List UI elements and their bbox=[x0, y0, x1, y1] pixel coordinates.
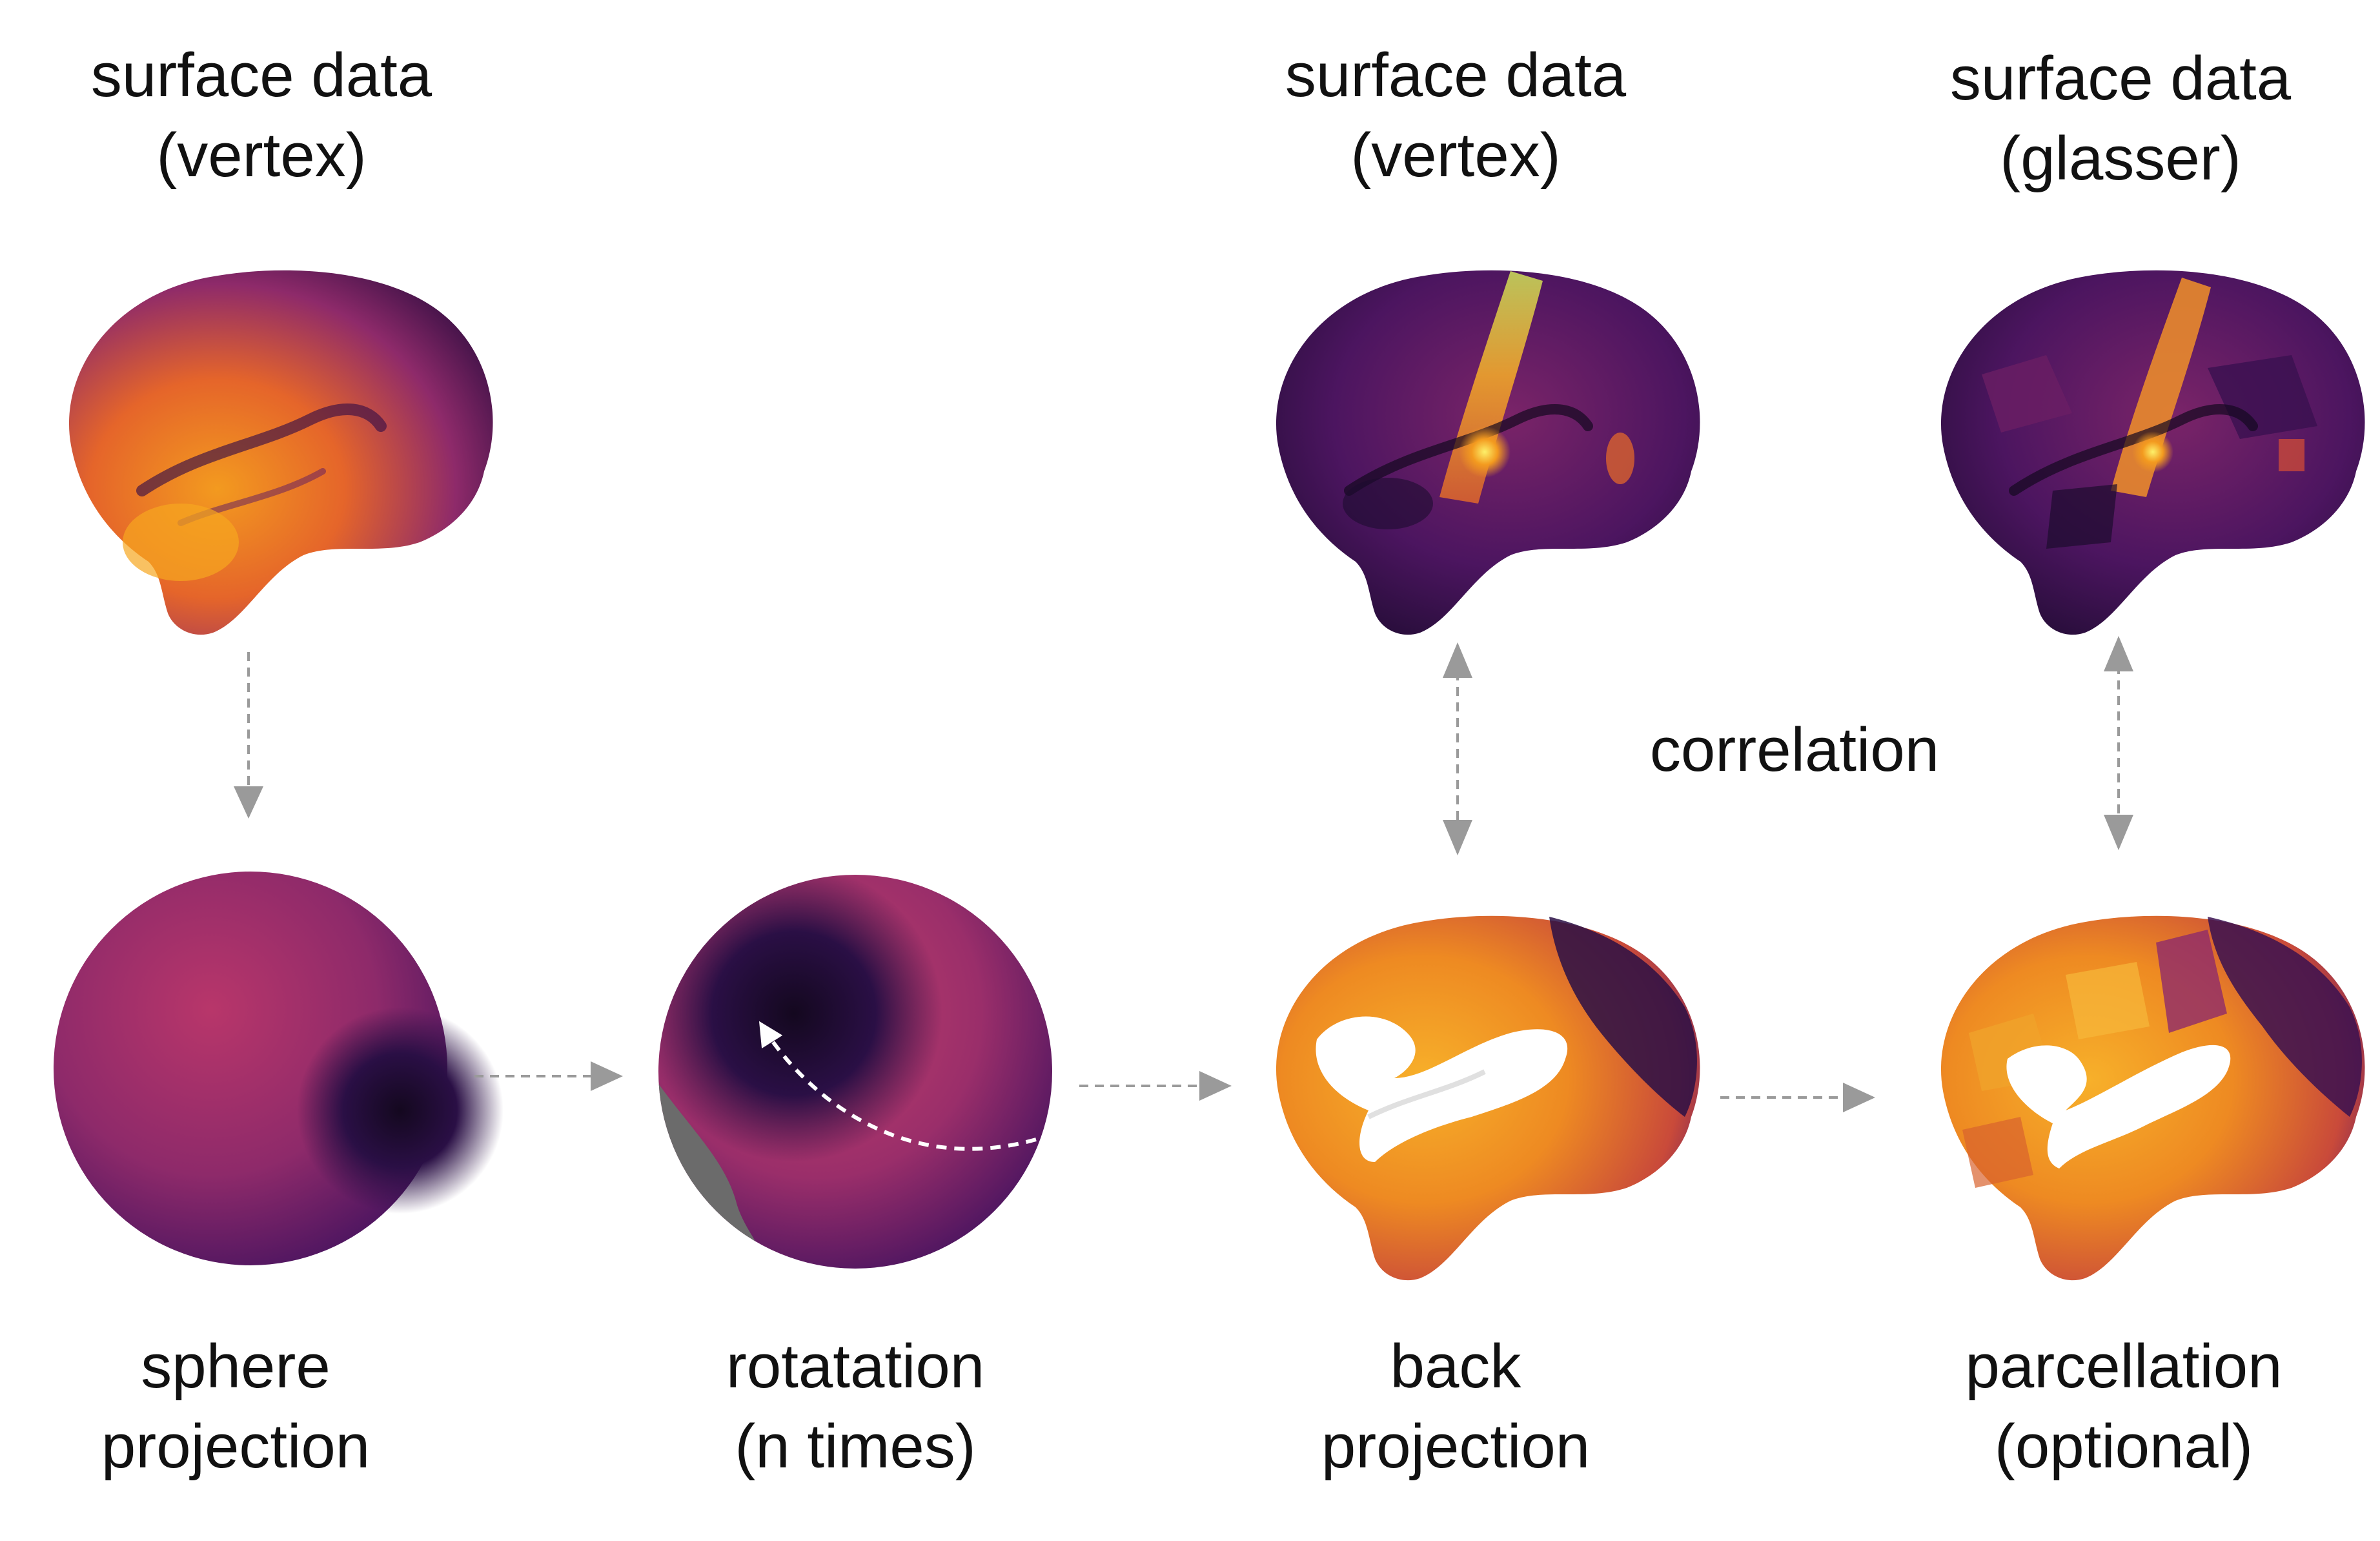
brain-back-projection bbox=[1276, 915, 1700, 1281]
arrowhead-down-icon bbox=[1443, 820, 1472, 855]
rotation-arrow-icon bbox=[758, 1021, 1037, 1151]
arrowhead-right-icon bbox=[1199, 1071, 1232, 1101]
label-surface-data-glasser: surface data (glasser) bbox=[1949, 44, 2292, 193]
sphere-projection bbox=[54, 872, 503, 1265]
sphere-rotation bbox=[658, 875, 1052, 1269]
arrowhead-down-icon bbox=[234, 786, 263, 819]
brain-parcellation bbox=[1940, 915, 2365, 1281]
brain-surface-vertex-1 bbox=[68, 270, 493, 635]
arrowhead-right-icon bbox=[591, 1061, 623, 1091]
label-surface-data-vertex-1: surface data (vertex) bbox=[90, 41, 432, 190]
medial-wall-mask-icon bbox=[2006, 1045, 2231, 1169]
label-sphere-projection: sphere projection bbox=[101, 1332, 371, 1481]
label-parcellation: parcellation (optional) bbox=[1965, 1332, 2283, 1481]
label-rotation: rotatation (n times) bbox=[726, 1332, 985, 1481]
label-correlation: correlation bbox=[1649, 715, 1940, 784]
brain-surface-glasser bbox=[1940, 270, 2365, 635]
arrowhead-up-icon bbox=[1443, 642, 1472, 678]
label-surface-data-vertex-2: surface data (vertex) bbox=[1285, 41, 1627, 190]
brain-surface-vertex-2 bbox=[1276, 270, 1700, 635]
arrowhead-right-icon bbox=[1843, 1083, 1875, 1112]
label-back-projection: back projection bbox=[1321, 1332, 1591, 1481]
arrowhead-down-icon bbox=[2104, 815, 2133, 850]
arrowhead-up-icon bbox=[2104, 636, 2133, 671]
